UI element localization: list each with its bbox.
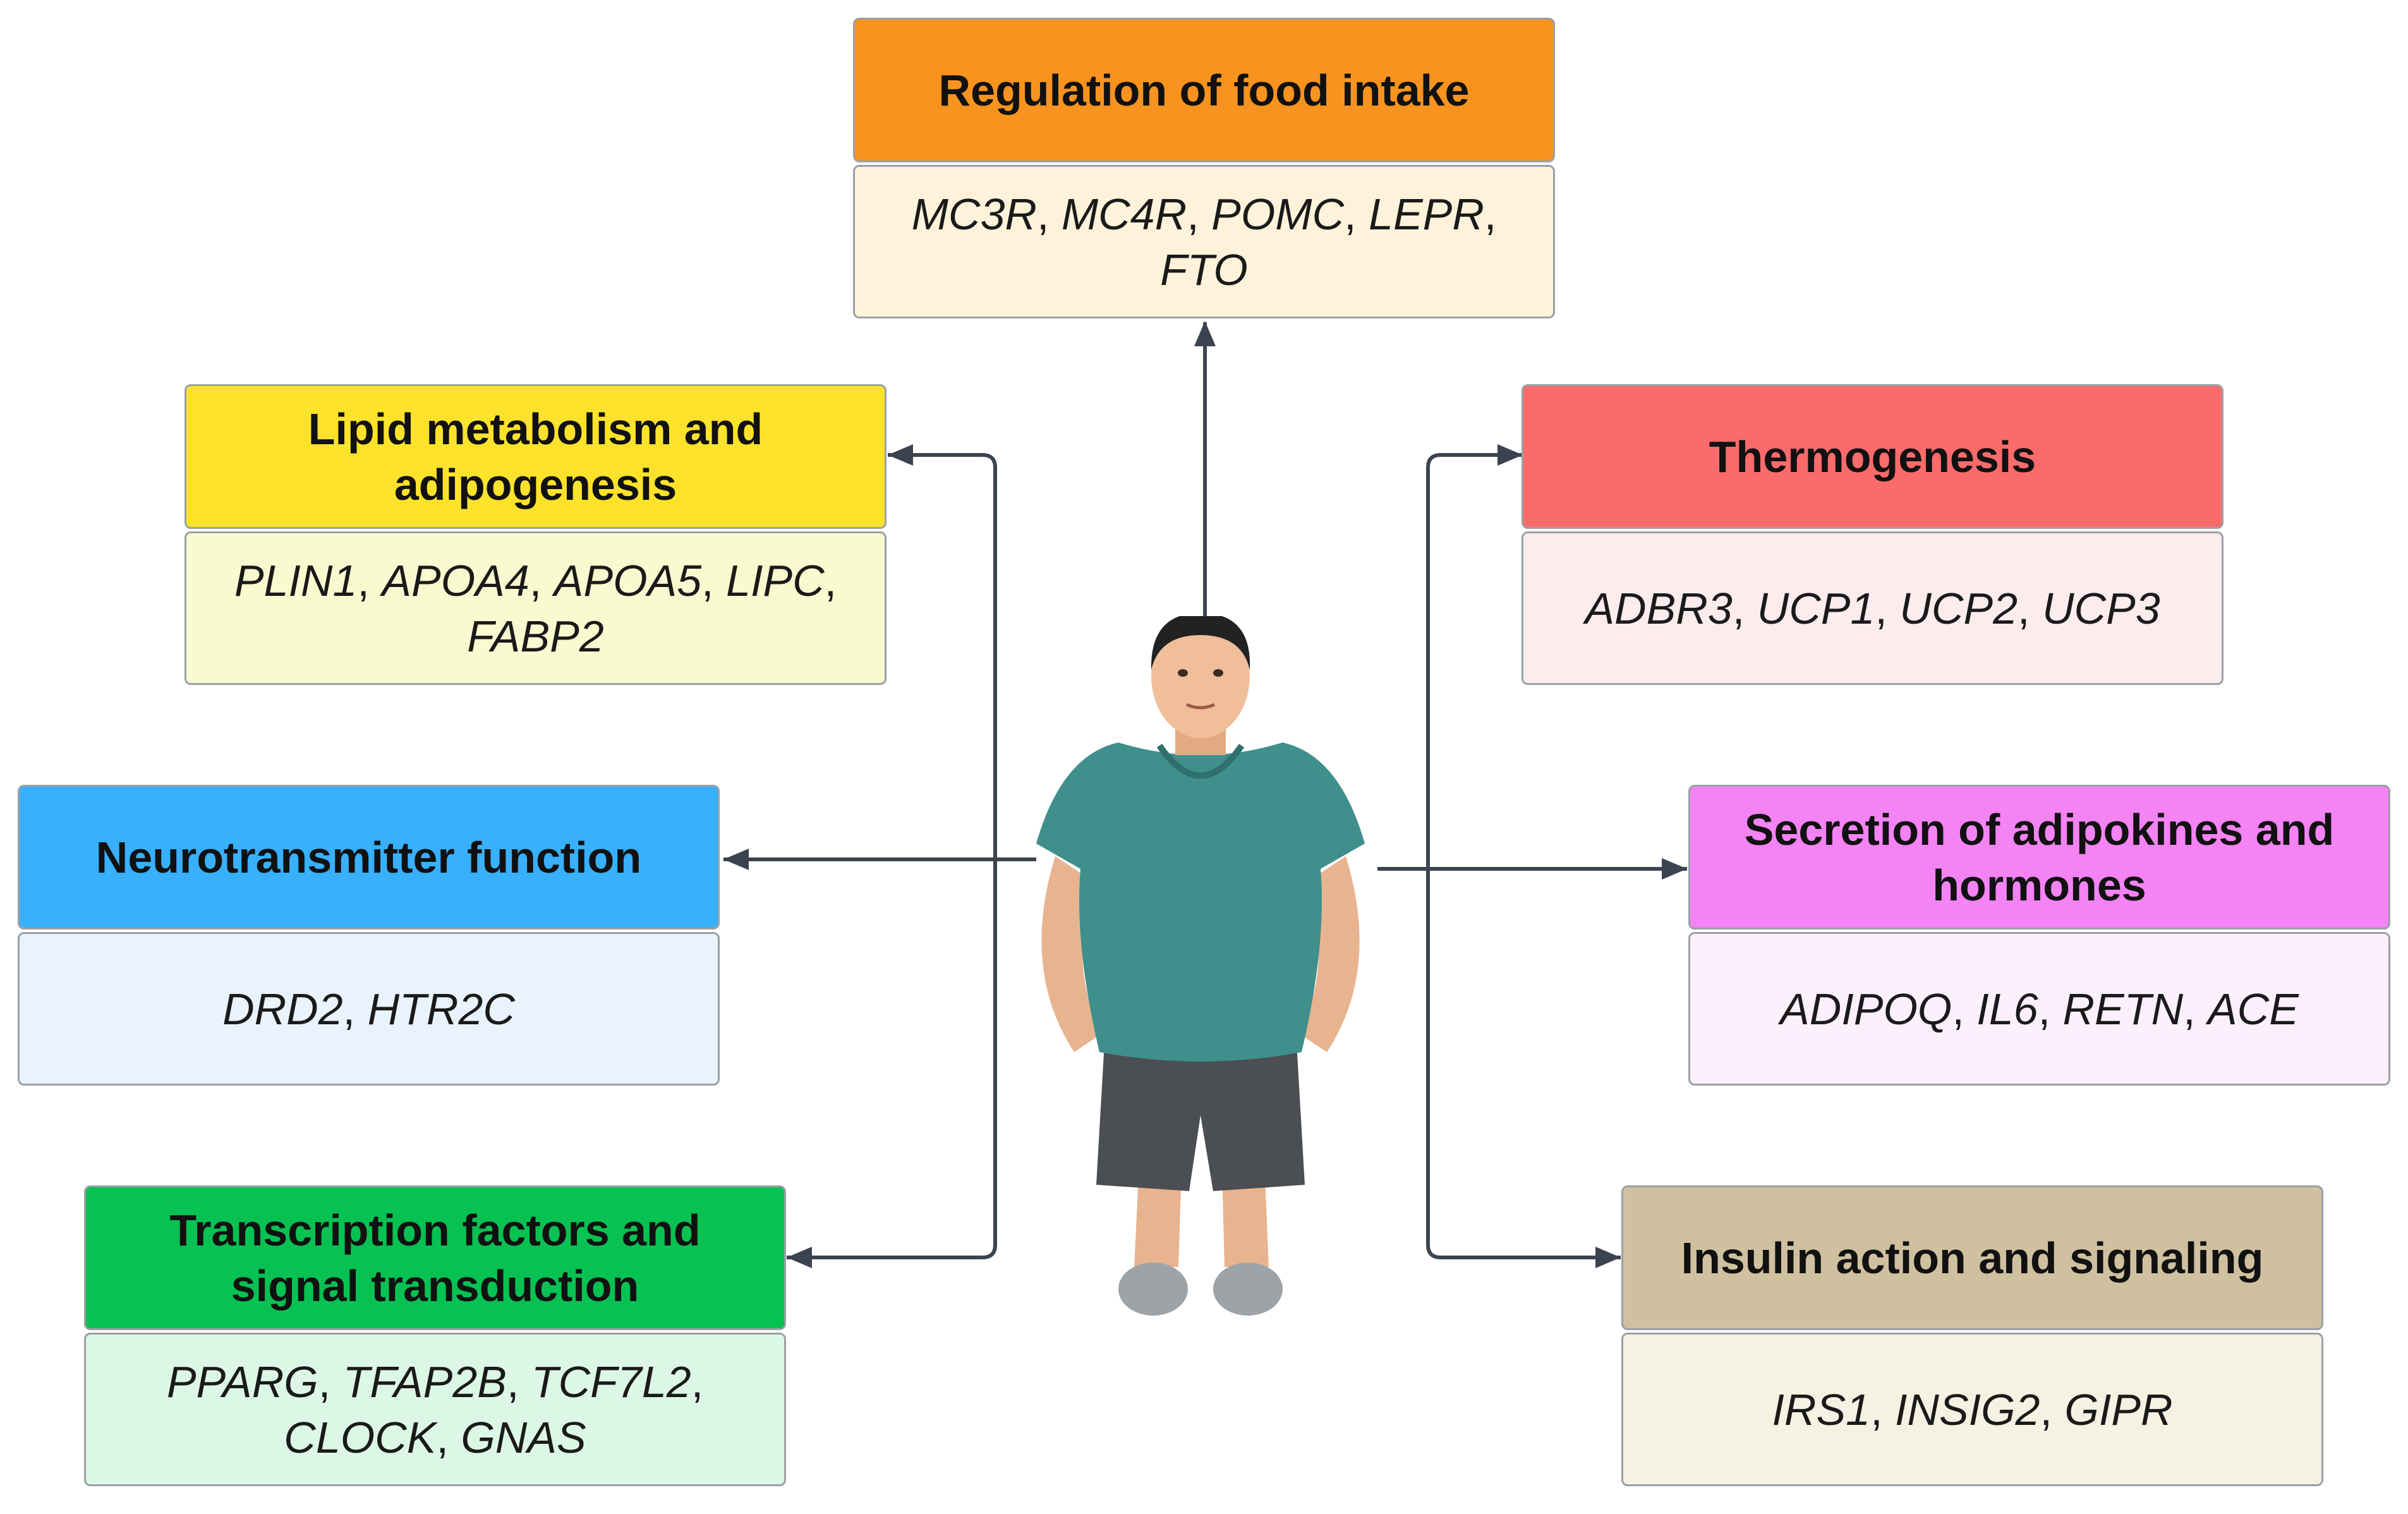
arrowhead-food xyxy=(1194,321,1216,346)
gene-name: ADBR3 xyxy=(1585,583,1733,633)
category-lipid-metabolism: Lipid metabolism and adipogenesis PLIN1,… xyxy=(185,384,886,685)
category-title: Secretion of adipokines and hormones xyxy=(1688,785,2390,930)
person-illustration xyxy=(1036,616,1365,1316)
person-eye-left xyxy=(1178,669,1188,677)
person-arm-right xyxy=(1298,856,1360,1052)
arrowhead-adipo xyxy=(1662,858,1687,880)
category-insulin: Insulin action and signaling IRS1, INSIG… xyxy=(1621,1185,2323,1486)
category-title: Neurotransmitter function xyxy=(18,785,720,930)
category-title: Transcription factors and signal transdu… xyxy=(84,1185,786,1330)
category-thermogenesis: Thermogenesis ADBR3, UCP1, UCP2, UCP3 xyxy=(1522,384,2223,685)
person-arm-left xyxy=(1041,856,1103,1052)
arrowhead-tf xyxy=(787,1247,812,1268)
gene-name: DRD2 xyxy=(222,984,343,1034)
gene-name: LEPR xyxy=(1369,189,1484,239)
arrowhead-lipid xyxy=(888,444,913,466)
gene-name: UCP1 xyxy=(1757,583,1875,633)
gene-list: ADBR3, UCP1, UCP2, UCP3 xyxy=(1522,531,2223,685)
arrow-to-thermogenesis xyxy=(1377,453,1523,871)
gene-list: PPARG, TFAP2B, TCF7L2, CLOCK, GNAS xyxy=(84,1333,786,1486)
person-eye-right xyxy=(1213,669,1223,677)
arrowhead-thermo xyxy=(1497,444,1523,466)
gene-name: UCP2 xyxy=(1899,583,2018,633)
arrow-to-transcription-factors xyxy=(787,859,997,1259)
gene-name: CLOCK xyxy=(284,1412,437,1462)
gene-name: POMC xyxy=(1211,189,1345,239)
gene-list: MC3R, MC4R, POMC, LEPR, FTO xyxy=(853,165,1555,318)
category-transcription-factors: Transcription factors and signal transdu… xyxy=(84,1185,786,1486)
gene-name: HTR2C xyxy=(367,984,515,1034)
arrowhead-neuro xyxy=(723,849,749,870)
person-shoe-right xyxy=(1213,1263,1283,1316)
gene-name: FTO xyxy=(1160,245,1248,294)
person-shoe-left xyxy=(1118,1263,1188,1316)
gene-name: FABP2 xyxy=(467,611,604,661)
gene-name: TCF7L2 xyxy=(531,1357,691,1407)
person-hair xyxy=(1151,616,1250,670)
gene-name: IRS1 xyxy=(1772,1384,1871,1434)
gene-name: UCP3 xyxy=(2042,583,2160,633)
gene-name: TFAP2B xyxy=(342,1357,507,1407)
gene-list: IRS1, INSIG2, GIPR xyxy=(1621,1333,2323,1486)
gene-list: DRD2, HTR2C xyxy=(18,932,720,1086)
gene-name: PPARG xyxy=(166,1357,318,1407)
gene-name: INSIG2 xyxy=(1894,1384,2040,1434)
gene-name: APOA5 xyxy=(554,555,702,605)
person-head xyxy=(1151,616,1250,738)
category-title: Insulin action and signaling xyxy=(1621,1185,2323,1330)
gene-name: PLIN1 xyxy=(234,555,358,605)
gene-name: GIPR xyxy=(2064,1384,2173,1434)
gene-name: APOA4 xyxy=(382,555,529,605)
category-title: Lipid metabolism and adipogenesis xyxy=(185,384,886,529)
gene-name: RETN xyxy=(2062,984,2184,1034)
gene-name: GNAS xyxy=(461,1412,586,1462)
arrow-to-lipid-metabolism xyxy=(888,453,1036,861)
arrow-to-insulin xyxy=(1426,869,1621,1259)
gene-list: PLIN1, APOA4, APOA5, LIPC, FABP2 xyxy=(185,531,886,685)
gene-name: MC4R xyxy=(1061,189,1187,239)
person-shorts xyxy=(1096,1020,1305,1191)
person-mouth xyxy=(1185,703,1216,710)
gene-name: IL6 xyxy=(1976,984,2038,1034)
person-shirt xyxy=(1036,742,1365,1062)
arrowhead-insulin xyxy=(1595,1247,1621,1268)
gene-name: ACE xyxy=(2207,984,2299,1034)
category-neurotransmitter: Neurotransmitter function DRD2, HTR2C xyxy=(18,785,720,1086)
category-food-intake: Regulation of food intake MC3R, MC4R, PO… xyxy=(853,18,1555,318)
category-adipokines: Secretion of adipokines and hormones ADI… xyxy=(1688,785,2390,1086)
gene-name: ADIPOQ xyxy=(1780,984,1952,1034)
person-collar xyxy=(1156,744,1245,779)
category-title: Regulation of food intake xyxy=(853,18,1555,162)
category-title: Thermogenesis xyxy=(1522,384,2223,529)
gene-list: ADIPOQ, IL6, RETN, ACE xyxy=(1688,932,2390,1086)
gene-name: LIPC xyxy=(726,555,825,605)
gene-name: MC3R xyxy=(911,189,1037,239)
